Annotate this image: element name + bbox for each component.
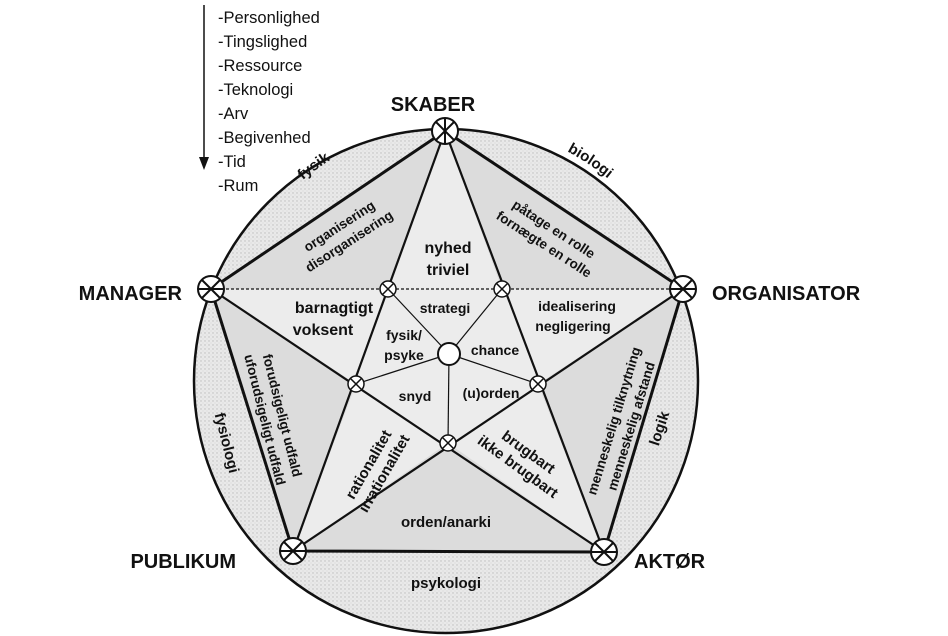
arc-label-psykologi: psykologi (411, 575, 481, 592)
vertex-node-publikum (279, 537, 307, 565)
aspect-rum: -Rum (218, 177, 258, 195)
center-strategi: strategi (420, 300, 471, 316)
aspects-arrowhead (199, 157, 209, 170)
role-label-publikum: PUBLIKUM (130, 551, 236, 573)
vertex-node-organisator (669, 275, 697, 303)
inner-node (529, 375, 547, 393)
region-negligering: negligering (535, 318, 610, 334)
inner-node (347, 375, 365, 393)
aspect-arv: -Arv (218, 105, 249, 123)
aspect-begivenhed: -Begivenhed (218, 129, 311, 147)
inner-node (493, 280, 511, 298)
inner-node (379, 280, 397, 298)
region-voksent: voksent (293, 322, 354, 339)
star-lines (210, 130, 684, 553)
role-label-manager: MANAGER (79, 283, 183, 305)
region-idealisering: idealisering (538, 298, 616, 314)
aspect-tingslighed: -Tingslighed (218, 33, 307, 51)
vertex-node-skaber (431, 117, 459, 145)
role-label-aktor: AKTØR (634, 551, 706, 573)
vertex-node-aktor (590, 538, 618, 566)
star-shape (211, 131, 683, 552)
aspect-personlighed: -Personlighed (218, 9, 320, 27)
center-spokes (355, 288, 539, 444)
region-nyhed: nyhed (424, 240, 471, 257)
inner-node (439, 434, 457, 452)
aspect-teknologi: -Teknologi (218, 81, 293, 99)
center-node (437, 342, 461, 366)
center-uorden: (u)orden (463, 385, 520, 401)
role-label-organisator: ORGANISATOR (712, 283, 861, 305)
aspect-ressource: -Ressource (218, 57, 302, 75)
aspect-tid: -Tid (218, 153, 246, 171)
region-barnagtigt: barnagtigt (295, 300, 374, 317)
vertex-nodes (197, 117, 697, 566)
role-label-skaber: SKABER (391, 94, 476, 116)
vertex-node-manager (197, 275, 225, 303)
center-fysik: fysik/ (386, 327, 422, 343)
region-triviel: triviel (427, 262, 470, 279)
inner-nodes (347, 280, 547, 452)
center-snyd: snyd (399, 388, 432, 404)
edge-label-orden-anarki: orden/anarki (401, 514, 491, 531)
center-chance: chance (471, 342, 519, 358)
center-psyke: psyke (384, 347, 424, 363)
aspects-list: -Personlighed -Tingslighed -Ressource -T… (218, 9, 320, 195)
